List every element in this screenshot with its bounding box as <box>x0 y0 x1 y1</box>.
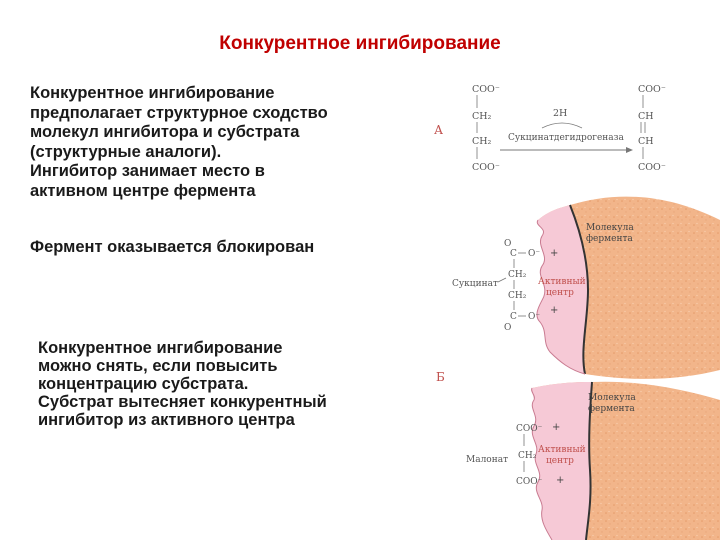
malonate-atom: CH₂ <box>518 451 537 461</box>
text-line: Субстрат вытесняет конкурентный <box>38 393 327 411</box>
succinate-atom: O <box>504 323 511 333</box>
succinate-atom: O <box>504 239 511 249</box>
succinate-atom: CH₂ <box>508 270 527 280</box>
text-line: активном центре фермента <box>30 181 256 200</box>
reaction-scheme: COO⁻ CH₂ CH₂ COO⁻ 2H Сукцинатдегидрогена… <box>472 84 666 173</box>
enzyme-diagram: А COO⁻ CH₂ CH₂ COO⁻ 2H Сукцинатдегидроге… <box>420 70 720 541</box>
plus-sign: + <box>556 475 564 486</box>
reaction-left-2: CH₂ <box>472 136 492 147</box>
paragraph-structural-similarity: Конкурентное ингибирование предполагает … <box>30 84 328 201</box>
paragraph-enzyme-blocked: Фермент оказывается блокирован <box>30 238 314 258</box>
text-line: Ингибитор занимает место в <box>30 162 265 180</box>
text-line: Конкурентное ингибирование <box>30 84 275 102</box>
enzyme-molecule-label: фермента <box>586 234 633 244</box>
page-title: Конкурентное ингибирование <box>219 33 501 54</box>
succinate-label: Сукцинат <box>452 279 498 289</box>
reaction-right-1: CH <box>638 111 654 122</box>
enzyme-molecule-label: фермента <box>588 404 635 414</box>
reaction-right-2: CH <box>638 136 654 147</box>
text-line: Конкурентное ингибирование <box>38 339 283 357</box>
succinate-atom: C <box>510 249 517 259</box>
text-line: Фермент оказывается блокирован <box>30 238 315 256</box>
reaction-right-3: COO⁻ <box>638 162 666 173</box>
reaction-left-1: CH₂ <box>472 111 492 122</box>
succinate-atom: O⁻ <box>528 312 540 322</box>
malonate-atom: COO⁻ <box>516 477 543 487</box>
succinate-atom: C <box>510 312 517 322</box>
text-line: ингибитор из активного центра <box>38 411 295 429</box>
reaction-left-3: COO⁻ <box>472 162 500 173</box>
active-center-label: Активный <box>538 445 586 455</box>
malonate-molecule: COO⁻ CH₂ COO⁻ Малонат <box>466 424 543 487</box>
succinate-molecule: O C O⁻ CH₂ CH₂ C O O⁻ Сукцинат <box>452 239 540 333</box>
plus-sign: + <box>550 248 558 259</box>
reaction-enzyme: Сукцинатдегидрогеназа <box>508 133 625 143</box>
malonate-label: Малонат <box>466 455 508 465</box>
succinate-atom: O⁻ <box>528 249 540 259</box>
text-line: молекул ингибитора и субстрата <box>30 123 300 141</box>
active-center-label: Активный <box>538 277 586 287</box>
text-line: можно снять, если повысить <box>38 357 278 375</box>
reaction-cofactor: 2H <box>553 108 567 119</box>
succinate-atom: CH₂ <box>508 291 527 301</box>
reaction-right-0: COO⁻ <box>638 84 666 95</box>
enzyme-molecule-bottom: Молекула фермента Активный центр + + <box>531 381 720 541</box>
enzyme-molecule-label: Молекула <box>586 223 634 233</box>
paragraph-inhibition-reversal: Конкурентное ингибирование можно снять, … <box>38 339 327 429</box>
enzyme-molecule-top: Молекула фермента Активный центр + + <box>536 196 720 379</box>
plus-sign: + <box>552 422 560 433</box>
panel-b-label: Б <box>436 370 445 384</box>
text-line: (структурные аналоги). <box>30 142 222 161</box>
panel-a-label: А <box>434 123 443 137</box>
active-center-label: центр <box>546 288 574 298</box>
text-line: предполагает структурное сходство <box>30 103 328 122</box>
plus-sign: + <box>550 305 558 316</box>
text-line: концентрацию субстрата. <box>38 375 249 393</box>
reaction-left-0: COO⁻ <box>472 84 500 95</box>
malonate-atom: COO⁻ <box>516 424 543 434</box>
enzyme-molecule-label: Молекула <box>588 393 636 403</box>
active-center-label: центр <box>546 456 574 466</box>
